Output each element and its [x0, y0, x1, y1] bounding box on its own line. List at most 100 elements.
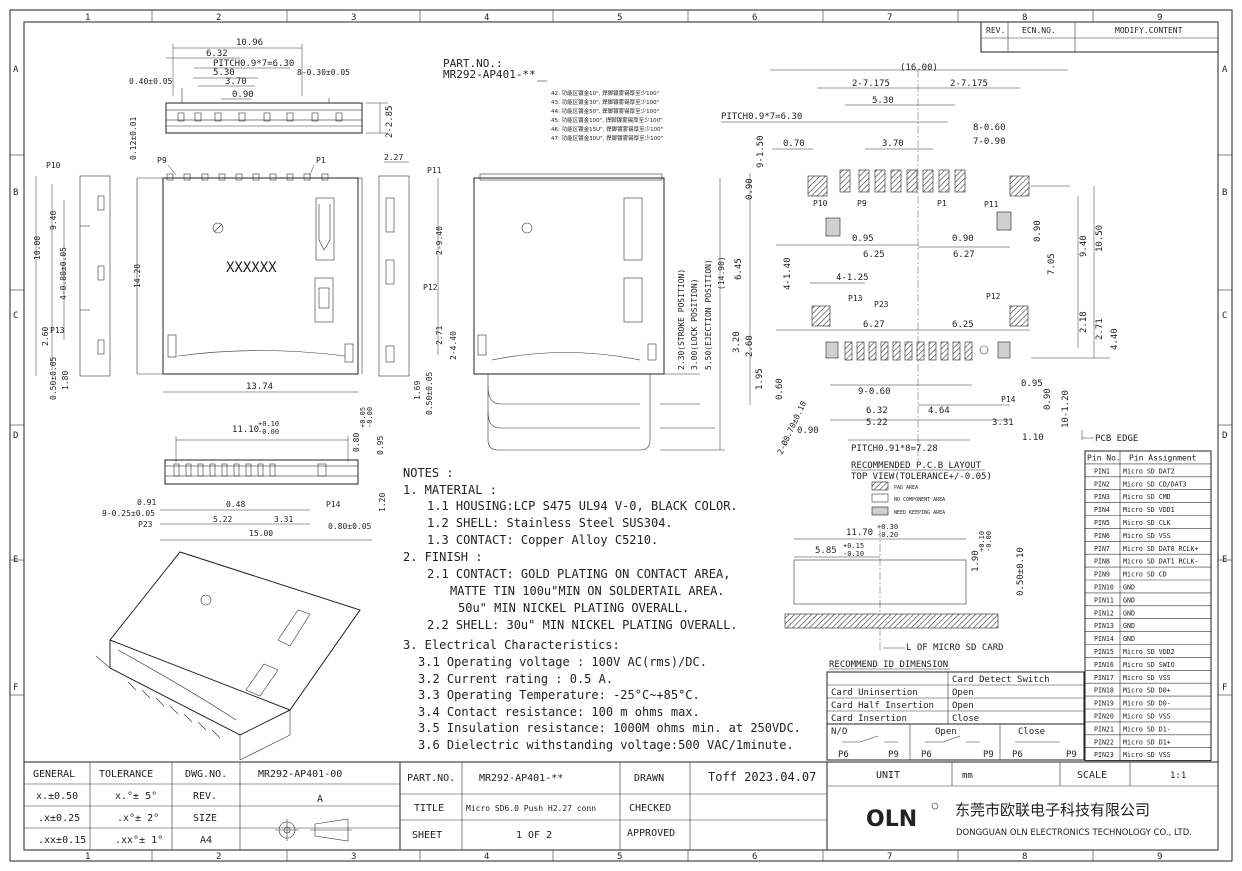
center-label: L OF MICRO SD CARD — [906, 643, 1004, 653]
dim-label: 2.27 — [384, 153, 403, 162]
keep-area — [997, 341, 1011, 359]
dim-label: 9.40 — [1079, 235, 1089, 257]
dim-label: 2-2.85 — [385, 105, 395, 138]
tb-checked-label: CHECKED — [629, 803, 671, 814]
dim-label: 2.60 — [745, 335, 755, 357]
dim-label: 1.95 — [755, 368, 765, 390]
dim-label: 0.48 — [226, 500, 245, 509]
projection-symbol — [275, 818, 352, 842]
tb-rev: A — [317, 794, 323, 805]
pin-table-header: Pin No. — [1087, 454, 1121, 463]
note-line: 2.1 CONTACT: GOLD PLATING ON CONTACT ARE… — [427, 567, 730, 581]
dim-label: 7-0.90 — [973, 137, 1006, 147]
tb-size: A4 — [200, 835, 212, 846]
note-line: 1.1 HOUSING:LCP S475 UL94 V-0, BLACK COL… — [427, 499, 738, 513]
grid-ticks — [10, 10, 1232, 861]
pin-assignment: Micro SD VSS — [1123, 751, 1171, 759]
pin-label-p9: P9 — [157, 156, 167, 165]
pin-number: PIN19 — [1094, 700, 1114, 708]
tb-sheet: 1 OF 2 — [516, 830, 552, 841]
pad — [954, 169, 966, 193]
dim-label: 3.00(LOCK POSITION) — [690, 278, 699, 370]
keep-area — [825, 217, 841, 237]
pin-label: P23 — [874, 300, 889, 309]
pin-label: P1 — [937, 199, 947, 208]
dim-label: 4-0.80±0.05 — [59, 247, 68, 300]
variant-note: 46: 功能区镀金15U", 焊脚镀雾锡厚至少100" — [551, 125, 663, 133]
dim-label: 0.95 — [1021, 379, 1043, 389]
row-label: D — [1222, 431, 1227, 441]
pin-label-p14: P14 — [326, 500, 341, 509]
notes: NOTES : 1. MATERIAL : 1.1 HOUSING:LCP S4… — [403, 466, 801, 752]
pin-number: PIN20 — [1094, 713, 1114, 721]
card-id-dimension: 11.70 +0.30 -0.20 5.85 +0.15 -0.10 1.90 … — [784, 523, 1026, 670]
grid-labels: 1 2 3 4 5 6 7 8 9 1 2 3 4 5 6 7 8 9 A B … — [13, 13, 1228, 862]
keep-area — [825, 341, 839, 359]
switch-pin-label: P9 — [1066, 750, 1077, 760]
dim-label: 0.90 — [952, 234, 974, 244]
pin-label: P11 — [984, 200, 999, 209]
pin-assignment: Micro SD VSS — [1123, 713, 1171, 721]
variant-note: 45: 功能区镀金100", 焊脚镀雾锡厚至少100" — [551, 116, 663, 124]
dim-label: 5.30 — [872, 96, 894, 106]
pin-number: PIN17 — [1094, 674, 1114, 682]
col-label: 7 — [887, 852, 892, 862]
modify-header: MODIFY.CONTENT — [1115, 26, 1183, 35]
pad — [856, 341, 865, 361]
dim-label: 3.70 — [882, 139, 904, 149]
dim-label: 5.22 — [213, 515, 232, 524]
pin-number: PIN4 — [1094, 506, 1110, 514]
marking-text: XXXXXX — [226, 260, 277, 276]
col-label: 2 — [216, 852, 221, 862]
dim-label: 0.95 — [376, 436, 385, 455]
switch-pin-label: P9 — [888, 750, 899, 760]
pad — [844, 341, 853, 361]
dim-label: 0.90 — [1033, 220, 1043, 242]
tol-up: +0.30 — [877, 523, 898, 531]
tol-dn: -0.00 — [366, 407, 374, 428]
outer-border — [9, 9, 1233, 862]
dim-label: 0.40±0.05 — [129, 77, 173, 86]
dim-label: (16.00) — [900, 63, 938, 73]
dim-label: 0.90 — [797, 426, 819, 436]
row-label: A — [1222, 65, 1228, 75]
dim-label: 2-9.40 — [435, 226, 444, 255]
switch-row-label: Card Insertion — [831, 714, 907, 724]
legend-swatch — [871, 506, 889, 516]
pin-number: PIN7 — [1094, 545, 1110, 553]
dim-label: 6.32 — [206, 49, 228, 59]
tb-tol: .x°± 2° — [117, 813, 159, 824]
pad — [858, 169, 870, 193]
dim-label: 3.20 — [732, 331, 742, 353]
dim-label: 3.70 — [225, 77, 247, 87]
pin-label-p12: P12 — [423, 283, 438, 292]
dim-label: 0.80 — [352, 433, 361, 452]
legend-swatch — [871, 493, 889, 503]
switch-row-value: Close — [952, 714, 979, 724]
dim-label: 6.32 — [866, 406, 888, 416]
pin-table-header: Pin Assignment — [1129, 454, 1197, 463]
pin-assignment: Micro SD DAT0 RCLK+ — [1123, 545, 1198, 553]
pad-p12 — [1009, 305, 1029, 327]
row-label: F — [13, 683, 18, 693]
part-no-block: PART.NO.: MR292-AP401-** 42: 功能区镀金10", 焊… — [443, 57, 663, 142]
pin-assignment: Micro SD VSS — [1123, 532, 1171, 540]
note-line: 3.5 Insulation resistance: 1000M ohms mi… — [418, 721, 801, 735]
col-label: 9 — [1157, 852, 1162, 862]
tb-tol: .xx±0.15 — [38, 835, 86, 846]
row-label: C — [13, 311, 18, 321]
dim-label: 6.27 — [953, 250, 975, 260]
dim-label: 6.25 — [863, 250, 885, 260]
tb-unit-label: UNIT — [876, 770, 900, 781]
dim-label: 5.30 — [213, 68, 235, 78]
tb-dwgno-label: DWG.NO. — [185, 769, 227, 780]
pin-number: PIN5 — [1094, 519, 1110, 527]
col-label: 4 — [484, 13, 489, 23]
col-label: 6 — [752, 13, 757, 23]
dim-label: 5.50(EJECTION POSITION) — [704, 259, 713, 370]
pin-number: PIN2 — [1094, 480, 1110, 488]
dim-label: 10.00 — [33, 236, 42, 260]
tb-drawn: Toff 2023.04.07 — [708, 770, 816, 784]
